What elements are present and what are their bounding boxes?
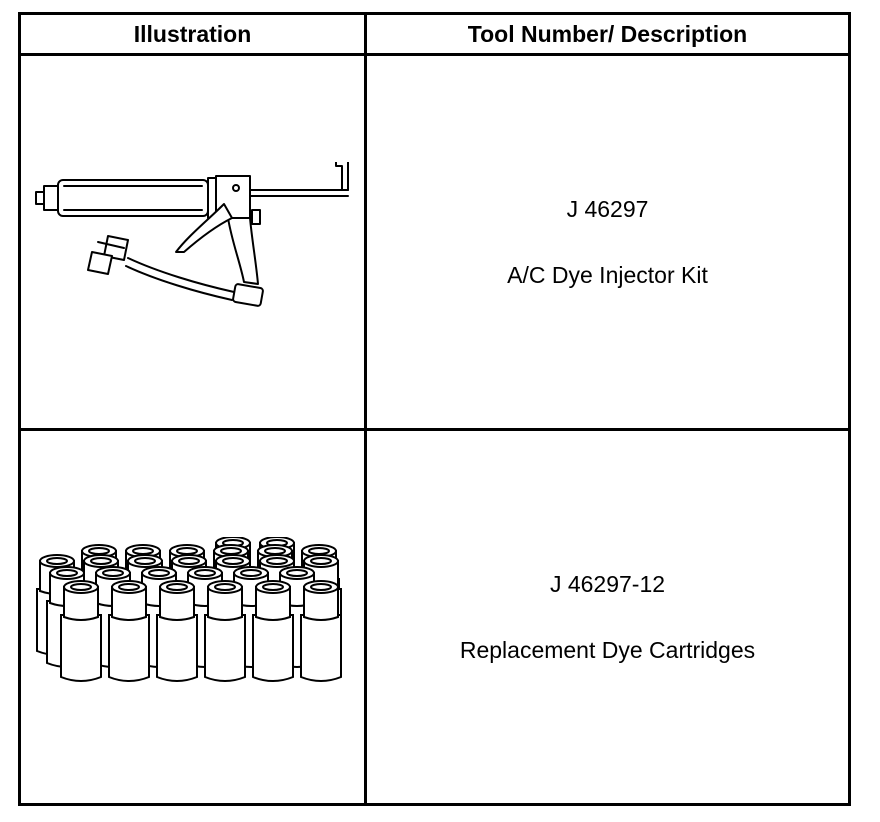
illustration-header: Illustration [18, 12, 367, 56]
cartridge-icon [155, 580, 198, 682]
dye-injector-gun-icon [34, 162, 349, 307]
cartridge-icon [251, 580, 294, 682]
cartridge-icon [107, 580, 150, 682]
tool-description: Replacement Dye Cartridges [459, 637, 756, 663]
tool-number: J 46297-12 [549, 571, 666, 597]
cartridge-icon [299, 580, 342, 682]
illustration-cell [18, 428, 367, 806]
tool-info-cell: J 46297-12 Replacement Dye Cartridges [364, 428, 851, 806]
cartridge-icon [203, 580, 246, 682]
table-row: J 46297 A/C Dye Injector Kit [18, 53, 851, 431]
illustration-cell [18, 53, 367, 431]
tool-number: J 46297 [566, 196, 649, 222]
table-header-row: Illustration Tool Number/ Description [18, 12, 851, 56]
tool-info-cell: J 46297 A/C Dye Injector Kit [364, 53, 851, 431]
tool-description: A/C Dye Injector Kit [507, 262, 708, 288]
table-row: J 46297-12 Replacement Dye Cartridges [18, 428, 851, 806]
cartridge-icon [59, 580, 102, 682]
tool-table: Illustration Tool Number/ Description [18, 12, 851, 806]
dye-cartridges-icon [35, 537, 342, 682]
description-header: Tool Number/ Description [364, 12, 851, 56]
